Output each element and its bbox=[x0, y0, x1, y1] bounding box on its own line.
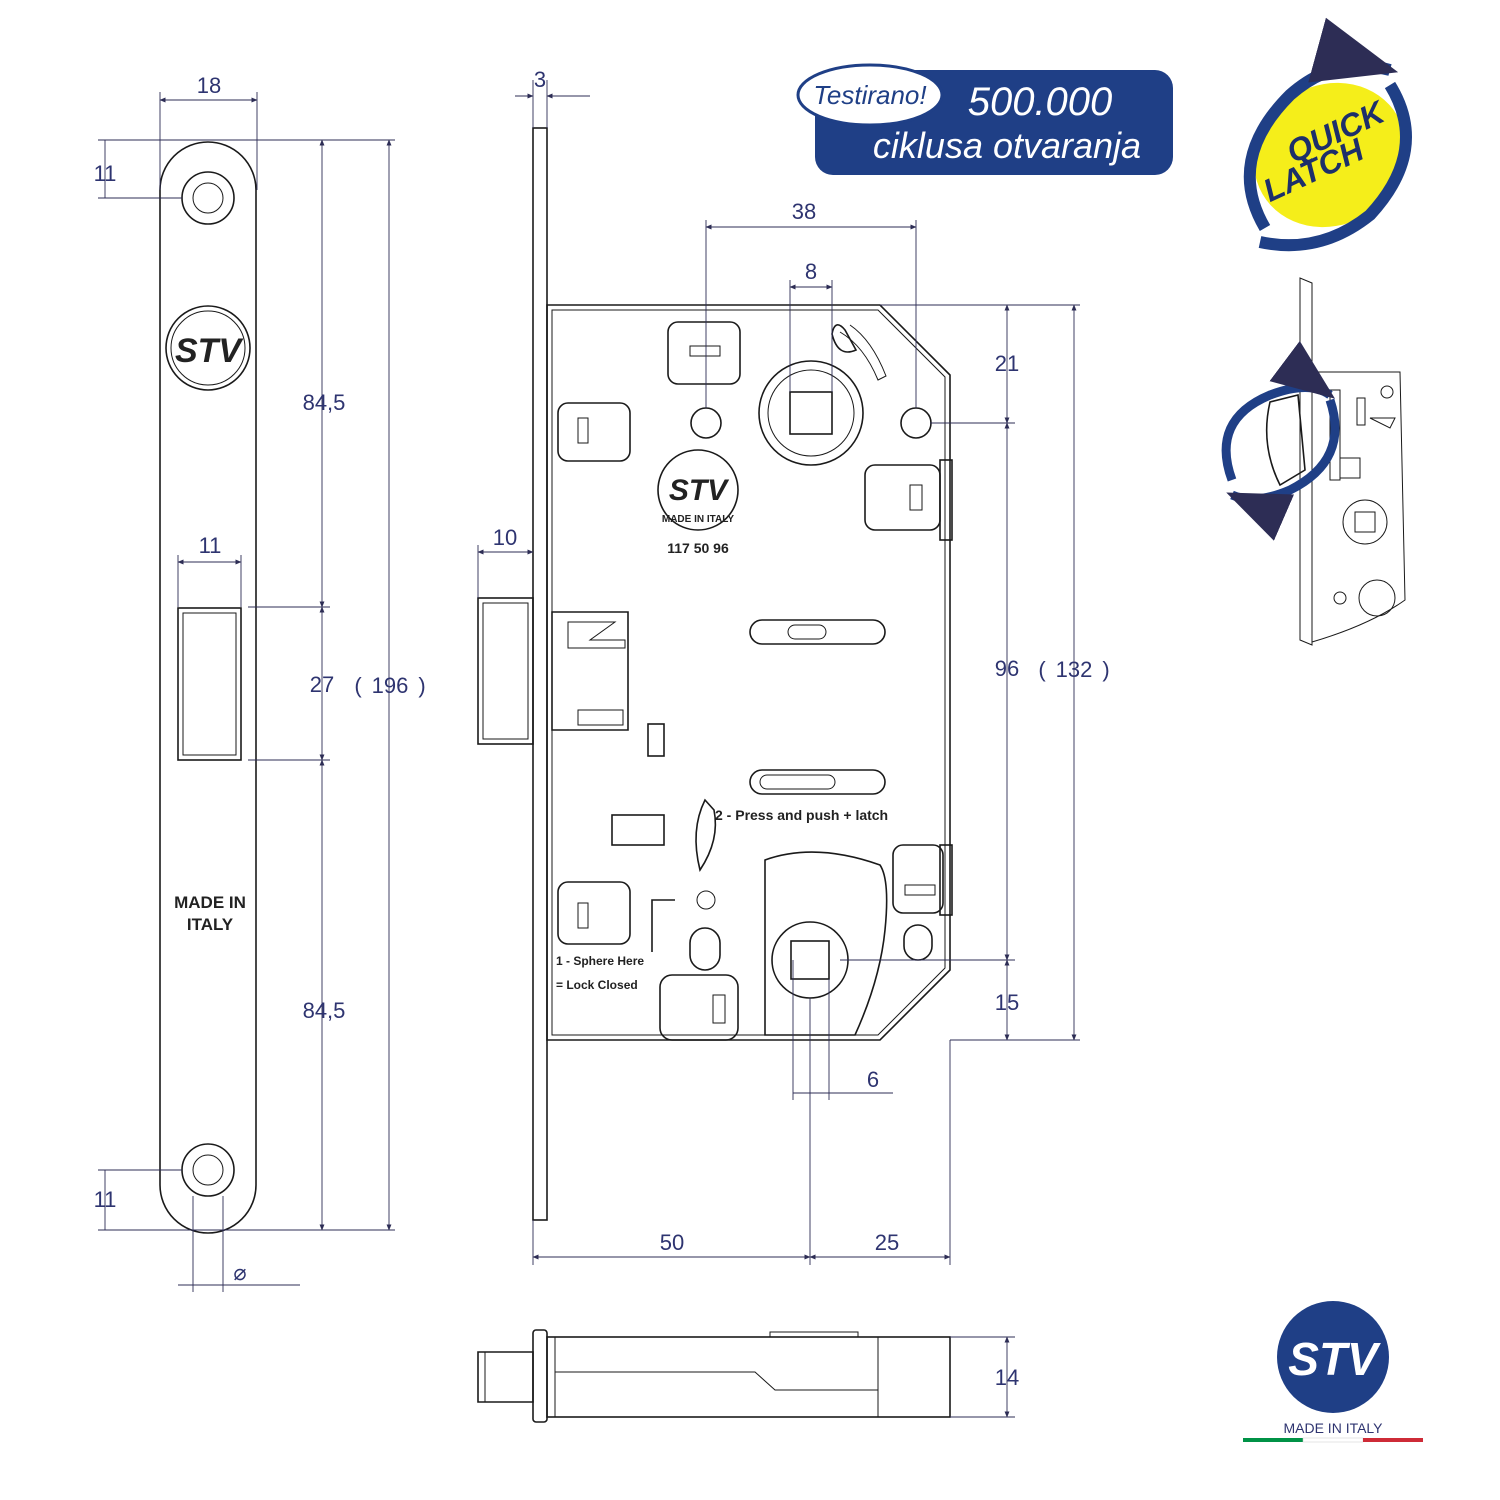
lock-case bbox=[546, 304, 951, 1041]
svg-text:(: ( bbox=[1038, 657, 1046, 682]
front-plate bbox=[532, 127, 548, 1221]
top-screw-hole bbox=[181, 171, 235, 225]
dim-lower: 84,5 bbox=[303, 998, 346, 1023]
faceplate-stv-logo: STV bbox=[165, 305, 251, 391]
body-stv-logo: STV MADE IN ITALY 117 50 96 bbox=[657, 449, 739, 556]
svg-text:STV: STV bbox=[669, 474, 730, 507]
made-in-label: MADE IN bbox=[174, 893, 246, 912]
key-follower bbox=[764, 851, 888, 1036]
svg-text:STV: STV bbox=[1288, 1333, 1381, 1385]
dim-key-square: 6 bbox=[867, 1067, 879, 1092]
dim-width: 18 bbox=[197, 73, 221, 98]
dim-body-thickness: 14 bbox=[995, 1365, 1019, 1390]
faceplate-outline bbox=[159, 141, 257, 1234]
screw-hole-right bbox=[900, 407, 932, 439]
dim-bottom-offset: 15 bbox=[995, 990, 1019, 1015]
upper-slot bbox=[749, 619, 886, 645]
bottom-screw-hole bbox=[181, 1143, 235, 1197]
testirano-tag: Testirano! bbox=[813, 80, 926, 110]
svg-text:STV: STV bbox=[175, 332, 244, 370]
stv-brand-logo: STV MADE IN ITALY bbox=[1243, 1301, 1423, 1443]
dim-top-offset: 21 bbox=[995, 351, 1019, 376]
brand-made-in-italy: MADE IN ITALY bbox=[1283, 1420, 1383, 1436]
italy-label: ITALY bbox=[187, 915, 234, 934]
instruction-press: 2 - Press and push + latch bbox=[715, 807, 888, 823]
handle-follower bbox=[758, 360, 864, 466]
lock-preview-illustration bbox=[1221, 277, 1406, 646]
dim-handle-to-screw: 38 bbox=[792, 199, 816, 224]
dim-rear: 25 bbox=[875, 1230, 899, 1255]
cycles-banner: Testirano! 500.000 ciklusa otvaranja bbox=[796, 63, 1173, 175]
dim-height: 132 bbox=[1056, 657, 1093, 682]
mounting-tabs bbox=[557, 321, 953, 1041]
latch-opening bbox=[177, 607, 242, 761]
lock-body-view: STV MADE IN ITALY 117 50 96 2 - Press an… bbox=[477, 67, 1110, 1265]
faceplate-view: STV MADE IN ITALY 18 11 11 84,5 27 ( 196… bbox=[94, 73, 426, 1292]
svg-text:): ) bbox=[1102, 657, 1109, 682]
svg-text:): ) bbox=[418, 673, 425, 698]
dim-square: 8 bbox=[805, 259, 817, 284]
dim-latch-width: 11 bbox=[199, 533, 222, 558]
lower-slot bbox=[749, 769, 886, 795]
dim-total: 196 bbox=[372, 673, 409, 698]
dim-latch-height: 27 bbox=[310, 672, 334, 697]
dim-plate-thickness: 3 bbox=[534, 67, 546, 92]
dim-backset: 50 bbox=[660, 1230, 684, 1255]
instruction-sphere: 1 - Sphere Here bbox=[556, 954, 644, 968]
instruction-closed: = Lock Closed bbox=[556, 978, 638, 992]
cycles-subtitle: ciklusa otvaranja bbox=[873, 125, 1141, 166]
dim-hole-top: 11 bbox=[94, 161, 117, 186]
product-code: 117 50 96 bbox=[667, 540, 729, 556]
screw-hole-left bbox=[690, 407, 722, 439]
cycles-value: 500.000 bbox=[968, 80, 1113, 124]
svg-text:MADE IN ITALY: MADE IN ITALY bbox=[662, 514, 735, 525]
quick-latch-badge: QUICK LATCH bbox=[1243, 17, 1412, 252]
dim-upper: 84,5 bbox=[303, 390, 346, 415]
dim-center-distance: 96 bbox=[995, 656, 1019, 681]
dim-hole-diameter: ⌀ bbox=[233, 1260, 246, 1285]
svg-text:(: ( bbox=[354, 673, 362, 698]
latch-bolt bbox=[477, 597, 534, 745]
dim-latch-projection: 10 bbox=[493, 525, 517, 550]
top-view: 14 bbox=[477, 1329, 1019, 1423]
dim-hole-bottom: 11 bbox=[94, 1187, 117, 1212]
